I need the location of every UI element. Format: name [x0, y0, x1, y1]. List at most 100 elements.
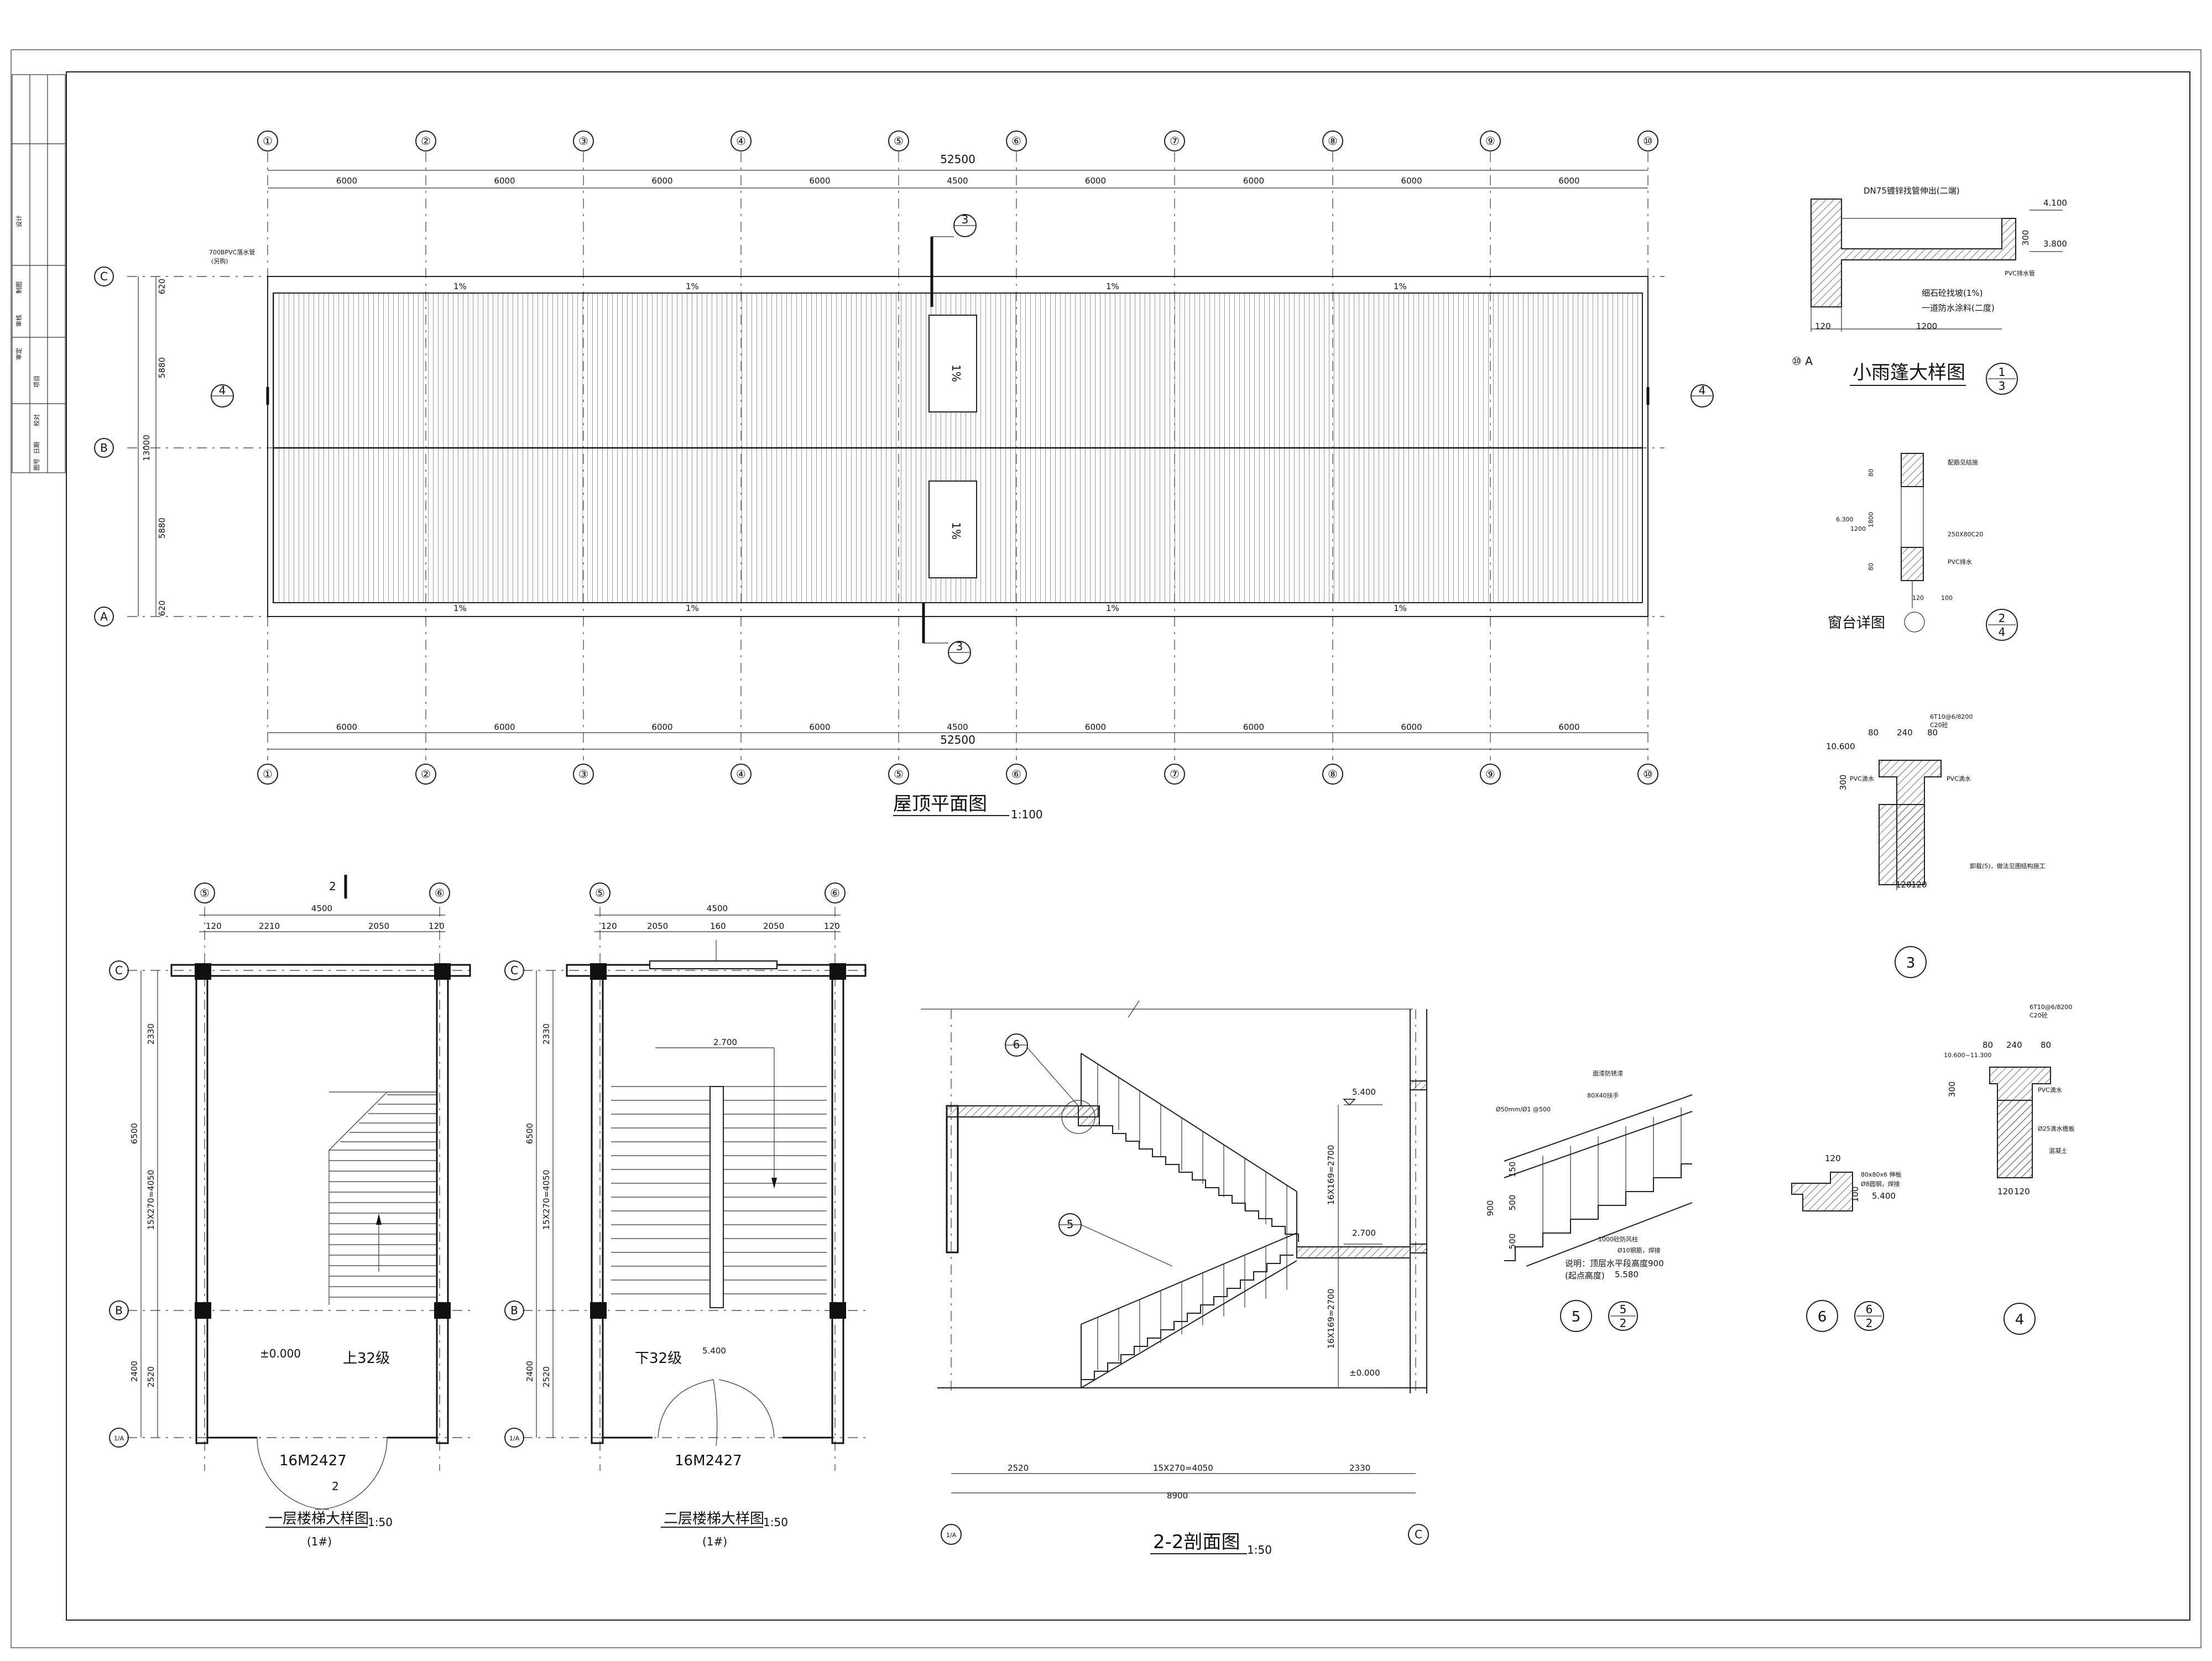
titleblock-label: 审核: [15, 315, 23, 327]
slope-label-2: 1%: [686, 281, 699, 291]
canopy-dim-300: 300: [2021, 230, 2031, 246]
roof-axis-bubble-bottom: ⑧: [1322, 764, 1343, 785]
s2-top-dim-5: 120: [824, 921, 840, 931]
s2-axis-y2: B: [510, 1304, 518, 1317]
detail-mark-3-bottom: 3: [922, 603, 971, 664]
d6-dim-2: 100: [1850, 1187, 1860, 1203]
roof-span-dim-bottom: 6000: [336, 722, 357, 732]
p3-note-1: 6T10@6/8200: [1930, 713, 1973, 720]
roof-axis-label-top: ④: [736, 134, 746, 148]
roof-axis-bubble-bottom: ⑩: [1637, 764, 1658, 785]
p4-note-2: C20砼: [2030, 1012, 2048, 1019]
p3-note-2: C20砼: [1930, 722, 1948, 729]
s2-door: 16M2427: [675, 1453, 742, 1469]
s1-sub: (1#): [307, 1535, 332, 1548]
left-dim-4: 620: [157, 600, 167, 617]
s1-top-dim-1: 120: [206, 921, 222, 931]
stair-plan-2: ⑤ ⑥ 4500 120 2050 160 2050 120 C B 1/A 6…: [504, 882, 867, 1548]
s1-side-dim-1: 2330: [146, 1023, 156, 1044]
sheet-outer-border: [11, 49, 2201, 1648]
d5-note-6: 说明：顶层水平段高度900: [1565, 1258, 1664, 1268]
roof-plan-scale: 1:100: [1011, 808, 1043, 821]
sec-level-3: ±0.000: [1349, 1368, 1380, 1378]
d5-note-2: 80X40扶手: [1587, 1091, 1619, 1099]
s1-top-dim-4: 120: [429, 921, 445, 931]
sill-ref-mark: 2 4: [1986, 609, 2018, 641]
sec-level-2: 2.700: [1352, 1228, 1376, 1238]
canopy-note-4: PVC排水管: [2005, 269, 2035, 277]
s2-top-total: 4500: [707, 903, 728, 913]
section-upper-steps: [1099, 1125, 1299, 1242]
roof-axis-label-top: ③: [578, 134, 588, 148]
sec-flight-2: 16X169=2700: [1326, 1289, 1336, 1349]
roof-axis-label-top: ⑨: [1485, 134, 1495, 148]
p3-note-5: 卸载(5)，做法见图结构施工: [1970, 862, 2046, 870]
sec-flight-1: 16X169=2700: [1326, 1145, 1336, 1205]
s1-side-dim-3: 2520: [146, 1366, 156, 1387]
d5-note-3: Ø50mm/Ø1 @500: [1496, 1106, 1551, 1113]
p3-elev: 10.600: [1826, 741, 1855, 751]
roof-span-dim-bottom: 6000: [809, 722, 830, 732]
sec-scale: 1:50: [1247, 1543, 1272, 1556]
p4-dim-6: 120: [2014, 1187, 2030, 1197]
canopy-note-3: 一道防水涂料(二度): [1922, 303, 1995, 313]
s2-sub: (1#): [702, 1535, 727, 1548]
d6-note-2: Ø8圆钢，焊接: [1861, 1180, 1900, 1188]
parapet-detail-4: 6T10@6/8200 C20砼 PVC滴水 Ø25滴水檐板 混凝土 10.60…: [1944, 1004, 2075, 1335]
p4-note-1: 6T10@6/8200: [2030, 1004, 2072, 1011]
p3-note-3: PVC滴水: [1850, 775, 1874, 782]
d5-note-4: 1000砼防风柱: [1598, 1235, 1638, 1243]
s2-side-dim-2: 15X270=4050: [541, 1170, 551, 1230]
s2-axis-y3: 1/A: [509, 1435, 520, 1442]
roof-span-dim-bottom: 6000: [1401, 722, 1422, 732]
stair-section-2-2: 6 5 5.400 2.700 ±0.000 16X169=2700 16X16…: [921, 1000, 1429, 1556]
sec-level-1: 5.400: [1352, 1087, 1376, 1097]
roof-plan-title: 屋顶平面图: [893, 793, 987, 815]
parapet-detail-3: 6T10@6/8200 C20砼 PVC滴水 PVC滴水 卸载(5)，做法见图结…: [1826, 713, 2046, 978]
s2-top-dim-4: 2050: [763, 921, 784, 931]
roof-total-top: 52500: [940, 153, 975, 166]
roof-axis-label-bottom: ①: [263, 767, 273, 781]
titleblock-label: 设计: [15, 215, 23, 227]
sec-bottom-dim-2: 15X270=4050: [1153, 1463, 1213, 1473]
svg-text:4: 4: [1999, 625, 2006, 639]
roof-axis-label-top: ②: [421, 134, 431, 148]
titleblock-label: 项目: [33, 375, 40, 388]
roof-axis-bubble-bottom: ⑦: [1164, 764, 1185, 785]
roof-outline: [267, 276, 1648, 617]
s2-axis-y1: C: [510, 964, 518, 977]
p4-note-5: 混凝土: [2049, 1147, 2067, 1155]
d6-dim-1: 120: [1825, 1153, 1841, 1163]
sec-mark-6: 6: [1013, 1038, 1020, 1051]
s1-level: ±0.000: [260, 1347, 301, 1360]
svg-text:3: 3: [962, 213, 969, 226]
slope-label-4: 1%: [1394, 281, 1407, 291]
canopy-detail: DN75镀锌找管伸出(二端) 细石砼找坡(1%) 一道防水涂料(二度) PVC排…: [1792, 186, 2067, 395]
roof-axis-bubble-top: ⑤: [888, 130, 909, 152]
sill-dim-5: 120: [1912, 594, 1924, 602]
s1-side-dim-2: 15X270=4050: [146, 1170, 156, 1230]
roof-span-dim-top: 6000: [1401, 176, 1422, 186]
s1-side-outer-1: 6500: [129, 1123, 139, 1144]
s1-top-dim-2: 2210: [259, 921, 280, 931]
roof-axis-label-bottom: ⑧: [1328, 767, 1338, 781]
sill-dim-2: 1800: [1867, 512, 1875, 527]
d5-note-5: Ø10钢筋，焊接: [1618, 1246, 1661, 1254]
d6-ref-top: 6: [1866, 1303, 1873, 1316]
d5-mark: 5: [1572, 1309, 1581, 1325]
s2-top-dim-3: 160: [710, 921, 726, 931]
left-dim-3: 5880: [157, 518, 167, 539]
roof-axis-bubble-top: ①: [257, 130, 278, 152]
roof-span-dim-bottom: 6000: [1085, 722, 1106, 732]
roof-span-dim-bottom: 6000: [494, 722, 515, 732]
s1-side-outer-2: 2400: [129, 1361, 139, 1382]
s2-top-dim-2: 2050: [647, 921, 668, 931]
s1-scale: 1:50: [368, 1516, 393, 1529]
canopy-elev-1: 4.100: [2043, 198, 2067, 208]
section-lower-steps: [1081, 1255, 1293, 1388]
p3-dim-1: 80: [1868, 728, 1879, 738]
sill-dim-4: 80: [1867, 563, 1875, 571]
